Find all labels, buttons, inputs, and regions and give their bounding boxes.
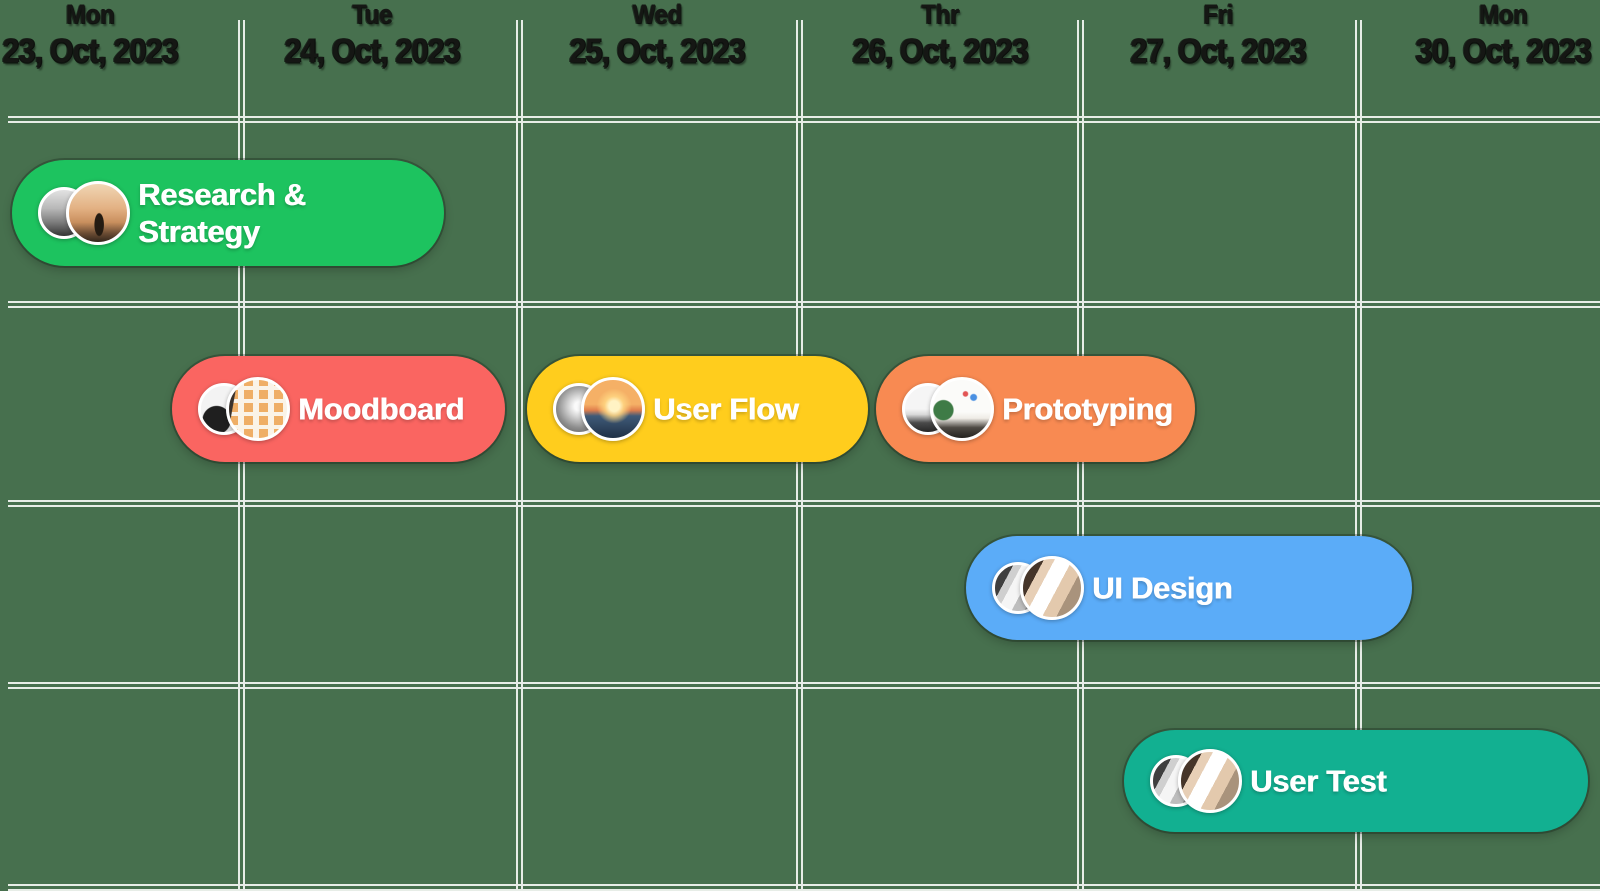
date-label: 24, Oct, 2023 [284, 32, 460, 70]
grid-hline [8, 682, 1600, 689]
task-label: UI Design [1092, 570, 1233, 606]
avatar-desk-plant-photo [930, 377, 994, 441]
day-label: Tue [351, 0, 393, 29]
column-header-tue-24: Tue 24, Oct, 2023 [284, 0, 460, 70]
task-label: User Flow [653, 391, 799, 427]
date-label: 23, Oct, 2023 [2, 32, 178, 70]
avatar-phone-hand-photo [1020, 556, 1084, 620]
grid-vline [516, 20, 523, 891]
avatar-sticky-notes-photo [226, 377, 290, 441]
avatar-phone-hand-photo [1178, 749, 1242, 813]
grid-hline [8, 116, 1600, 123]
date-label: 27, Oct, 2023 [1130, 32, 1306, 70]
task-pill-ui-design[interactable]: UI Design [966, 536, 1412, 640]
avatar-sunset-field-photo [66, 181, 130, 245]
task-label: Moodboard [298, 391, 465, 427]
task-pill-user-test[interactable]: User Test [1124, 730, 1588, 832]
column-header-mon-23: Mon 23, Oct, 2023 [2, 0, 178, 70]
grid-hline [8, 500, 1600, 507]
day-label: Mon [1478, 0, 1528, 29]
task-label: Research & Strategy [138, 177, 306, 249]
column-header-fri-27: Fri 27, Oct, 2023 [1130, 0, 1306, 70]
column-header-thr-26: Thr 26, Oct, 2023 [852, 0, 1028, 70]
day-label: Mon [65, 0, 115, 29]
avatar-lightbulb-sunset-photo [581, 377, 645, 441]
day-label: Wed [632, 0, 682, 29]
day-label: Thr [921, 0, 959, 29]
task-pill-moodboard[interactable]: Moodboard [172, 356, 505, 462]
date-label: 26, Oct, 2023 [852, 32, 1028, 70]
grid-hline [8, 884, 1600, 891]
column-header-mon-30: Mon 30, Oct, 2023 [1415, 0, 1591, 70]
date-label: 30, Oct, 2023 [1415, 32, 1591, 70]
task-label: Prototyping [1002, 391, 1173, 427]
grid-hline [8, 301, 1600, 308]
column-header-wed-25: Wed 25, Oct, 2023 [569, 0, 745, 70]
task-pill-prototyping[interactable]: Prototyping [876, 356, 1195, 462]
task-pill-user-flow[interactable]: User Flow [527, 356, 868, 462]
day-label: Fri [1203, 0, 1233, 29]
task-label: User Test [1250, 763, 1387, 799]
date-label: 25, Oct, 2023 [569, 32, 745, 70]
task-pill-research-strategy[interactable]: Research & Strategy [12, 160, 444, 266]
